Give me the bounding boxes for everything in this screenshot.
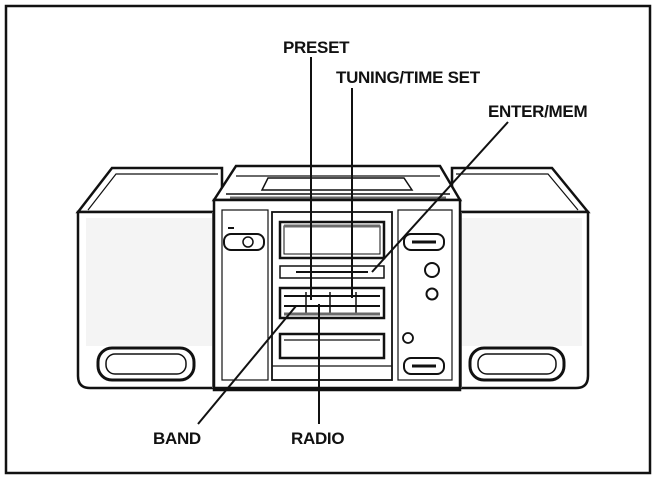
enter-mem-line [371,121,509,273]
left-speaker [75,166,224,390]
right-speaker [450,166,591,390]
label-preset: PRESET [283,38,350,57]
label-tuning-time-set: TUNING/TIME SET [336,68,481,87]
band-line [197,305,297,425]
callout-lines [197,57,509,425]
label-radio: RADIO [291,429,344,448]
label-enter-mem: ENTER/MEM [488,102,587,121]
diagram-frame [4,4,652,475]
label-band: BAND [153,429,201,448]
main-unit [211,164,463,392]
